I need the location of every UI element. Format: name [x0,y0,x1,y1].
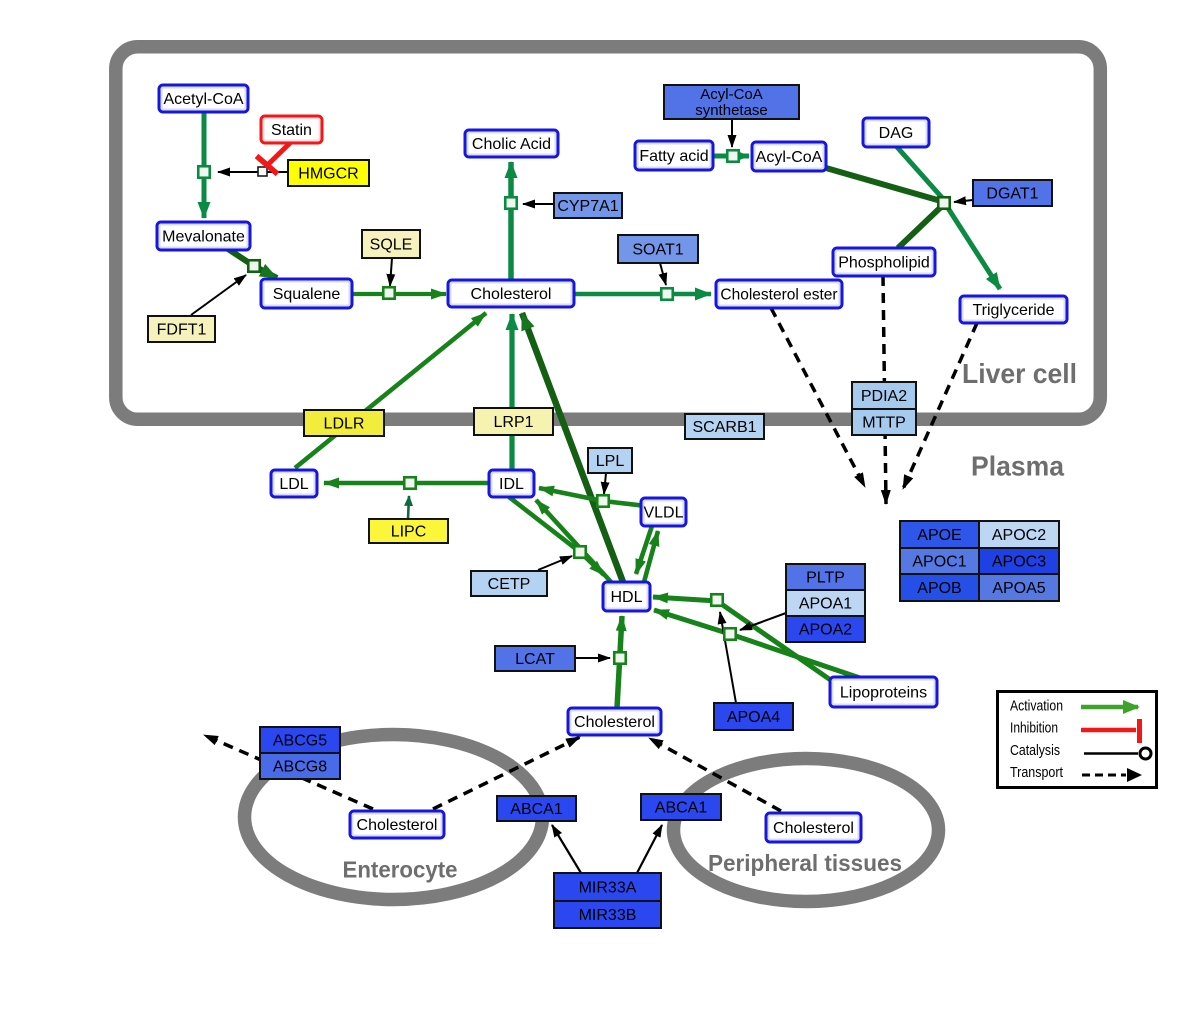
svg-text:APOC1: APOC1 [912,554,966,571]
svg-text:MIR33A: MIR33A [579,880,637,897]
svg-text:MTTP: MTTP [862,415,906,432]
svg-text:PDIA2: PDIA2 [861,388,907,405]
svg-text:Squalene: Squalene [273,286,341,303]
svg-text:Peripheral tissues: Peripheral tissues [708,850,902,876]
svg-text:LCAT: LCAT [515,651,555,668]
svg-text:Enterocyte: Enterocyte [343,857,458,883]
svg-text:Inhibition: Inhibition [1010,721,1058,737]
svg-text:Cholic Acid: Cholic Acid [472,136,551,153]
svg-text:LPL: LPL [596,453,625,470]
svg-text:Liver cell: Liver cell [962,358,1077,389]
svg-text:APOA4: APOA4 [727,709,780,726]
svg-text:ABCA1: ABCA1 [655,800,708,817]
svg-text:ABCA1: ABCA1 [510,801,563,818]
svg-text:IDL: IDL [499,476,524,493]
svg-text:Catalysis: Catalysis [1010,743,1060,759]
svg-text:CETP: CETP [488,576,531,593]
svg-text:APOB: APOB [917,580,961,597]
svg-text:synthetase: synthetase [695,102,768,119]
svg-text:LDL: LDL [279,476,308,493]
svg-text:Lipoproteins: Lipoproteins [840,685,927,702]
svg-text:Statin: Statin [271,122,312,139]
svg-text:PLTP: PLTP [806,570,845,587]
svg-text:Activation: Activation [1010,699,1063,715]
svg-text:APOA1: APOA1 [799,596,852,613]
svg-text:Transport: Transport [1010,765,1063,781]
svg-text:ABCG5: ABCG5 [273,733,327,750]
svg-text:Acyl-CoA: Acyl-CoA [700,86,763,103]
svg-text:APOC2: APOC2 [992,527,1046,544]
svg-text:Triglyceride: Triglyceride [972,302,1054,319]
svg-text:Cholesterol ester: Cholesterol ester [720,287,837,304]
svg-text:SQLE: SQLE [370,237,413,254]
svg-text:Cholesterol: Cholesterol [471,286,552,303]
svg-text:CYP7A1: CYP7A1 [557,198,618,215]
svg-text:SOAT1: SOAT1 [632,242,683,259]
svg-text:Cholesterol: Cholesterol [574,714,655,731]
svg-text:Phospholipid: Phospholipid [838,255,930,272]
svg-text:LIPC: LIPC [391,524,427,541]
svg-text:Plasma: Plasma [971,451,1064,482]
svg-text:Cholesterol: Cholesterol [773,820,854,837]
svg-text:MIR33B: MIR33B [579,907,637,924]
svg-text:Acyl-CoA: Acyl-CoA [756,149,823,166]
svg-text:HMGCR: HMGCR [298,166,358,183]
svg-text:LDLR: LDLR [324,416,365,433]
svg-text:DAG: DAG [879,125,914,142]
svg-text:FDFT1: FDFT1 [157,322,207,339]
svg-text:VLDL: VLDL [643,505,683,522]
svg-text:DGAT1: DGAT1 [986,186,1038,203]
svg-text:Mevalonate: Mevalonate [162,229,245,246]
svg-text:LRP1: LRP1 [493,414,533,431]
svg-text:APOE: APOE [917,527,961,544]
svg-text:APOA2: APOA2 [799,622,852,639]
svg-text:HDL: HDL [610,589,642,606]
svg-text:Cholesterol: Cholesterol [357,817,438,834]
svg-text:SCARB1: SCARB1 [692,419,756,436]
svg-text:Fatty acid: Fatty acid [639,148,708,165]
svg-text:APOC3: APOC3 [992,554,1046,571]
svg-text:Acetyl-CoA: Acetyl-CoA [163,91,243,108]
svg-text:ABCG8: ABCG8 [273,759,327,776]
svg-text:APOA5: APOA5 [992,580,1045,597]
